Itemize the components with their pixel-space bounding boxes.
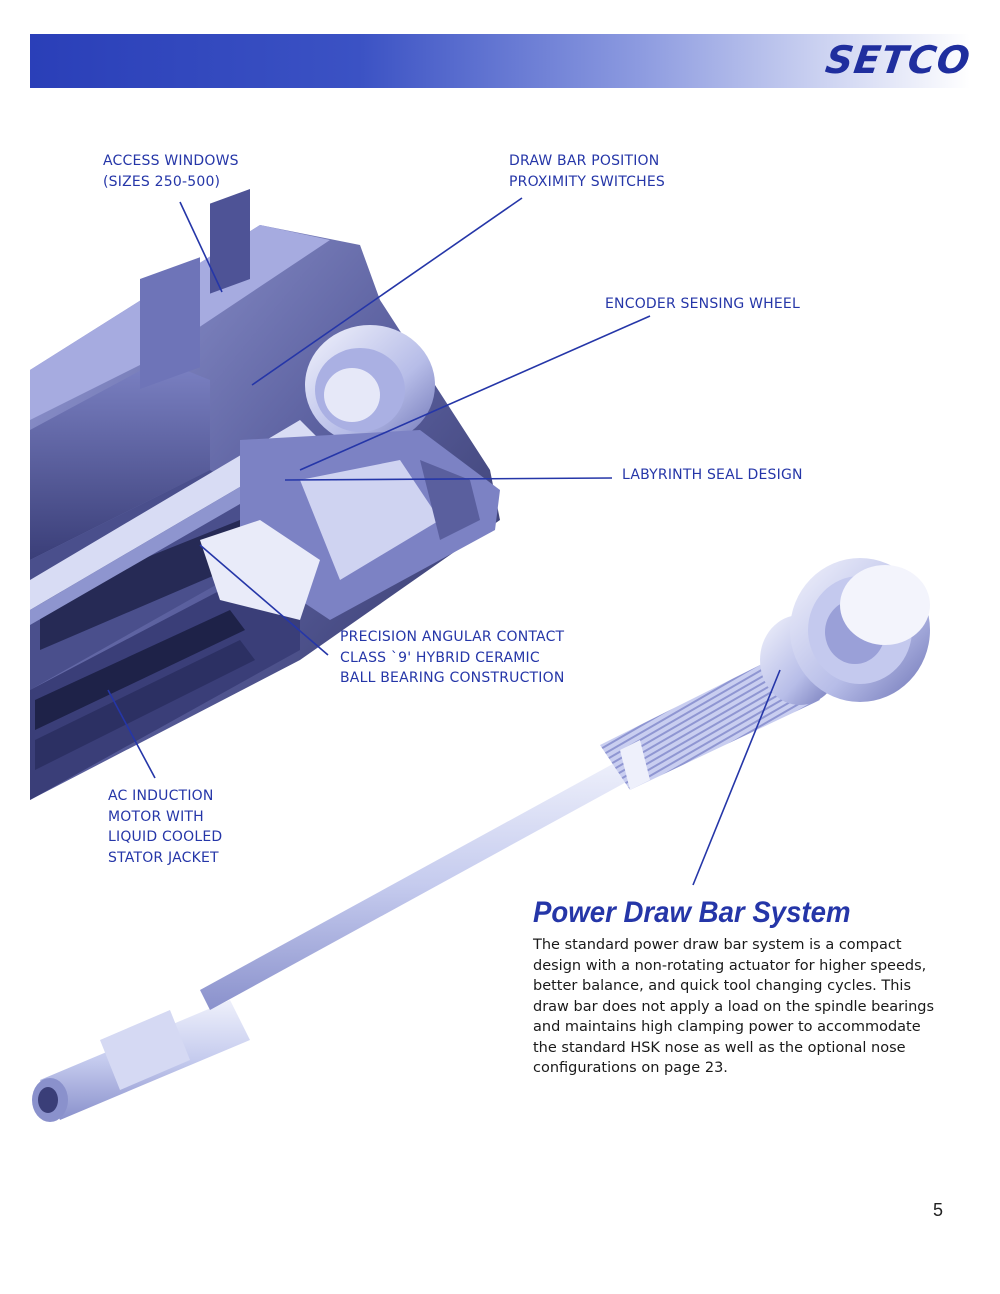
callout-line: STATOR JACKET (108, 849, 219, 866)
spindle-cutaway (30, 189, 500, 800)
callout-labyrinth: LABYRINTH SEAL DESIGN (622, 465, 803, 486)
callout-line: ENCODER SENSING WHEEL (605, 296, 800, 312)
callout-line: MOTOR WITH (108, 808, 204, 825)
callout-line: AC INDUCTION (108, 788, 214, 804)
header-banner (30, 34, 970, 88)
callout-draw-bar-position: DRAW BAR POSITION PROXIMITY SWITCHES (509, 151, 665, 192)
callout-line: PRECISION ANGULAR CONTACT (340, 629, 565, 645)
section-body: The standard power draw bar system is a … (533, 937, 935, 1076)
section-title: Power Draw Bar System (533, 896, 851, 929)
callout-line: BALL BEARING CONSTRUCTION (340, 670, 565, 686)
callout-line: CLASS `9' HYBRID CERAMIC (340, 649, 540, 666)
leader-lines (107, 197, 781, 886)
page-number: 5 (933, 1200, 944, 1220)
callout-line: (SIZES 250-500) (103, 173, 221, 190)
callout-access-windows: ACCESS WINDOWS (SIZES 250-500) (103, 151, 239, 192)
callout-line: LABYRINTH SEAL DESIGN (622, 467, 803, 483)
callout-line: ACCESS WINDOWS (103, 153, 239, 169)
callout-line: PROXIMITY SWITCHES (509, 173, 666, 190)
callout-encoder: ENCODER SENSING WHEEL (605, 294, 800, 315)
callout-ac-induction: AC INDUCTION MOTOR WITH LIQUID COOLED ST… (108, 786, 222, 868)
callout-precision-bearing: PRECISION ANGULAR CONTACT CLASS `9' HYBR… (340, 627, 565, 689)
callout-line: LIQUID COOLED (108, 829, 223, 845)
callout-line: DRAW BAR POSITION (509, 153, 660, 169)
draw-bar (32, 558, 930, 1122)
